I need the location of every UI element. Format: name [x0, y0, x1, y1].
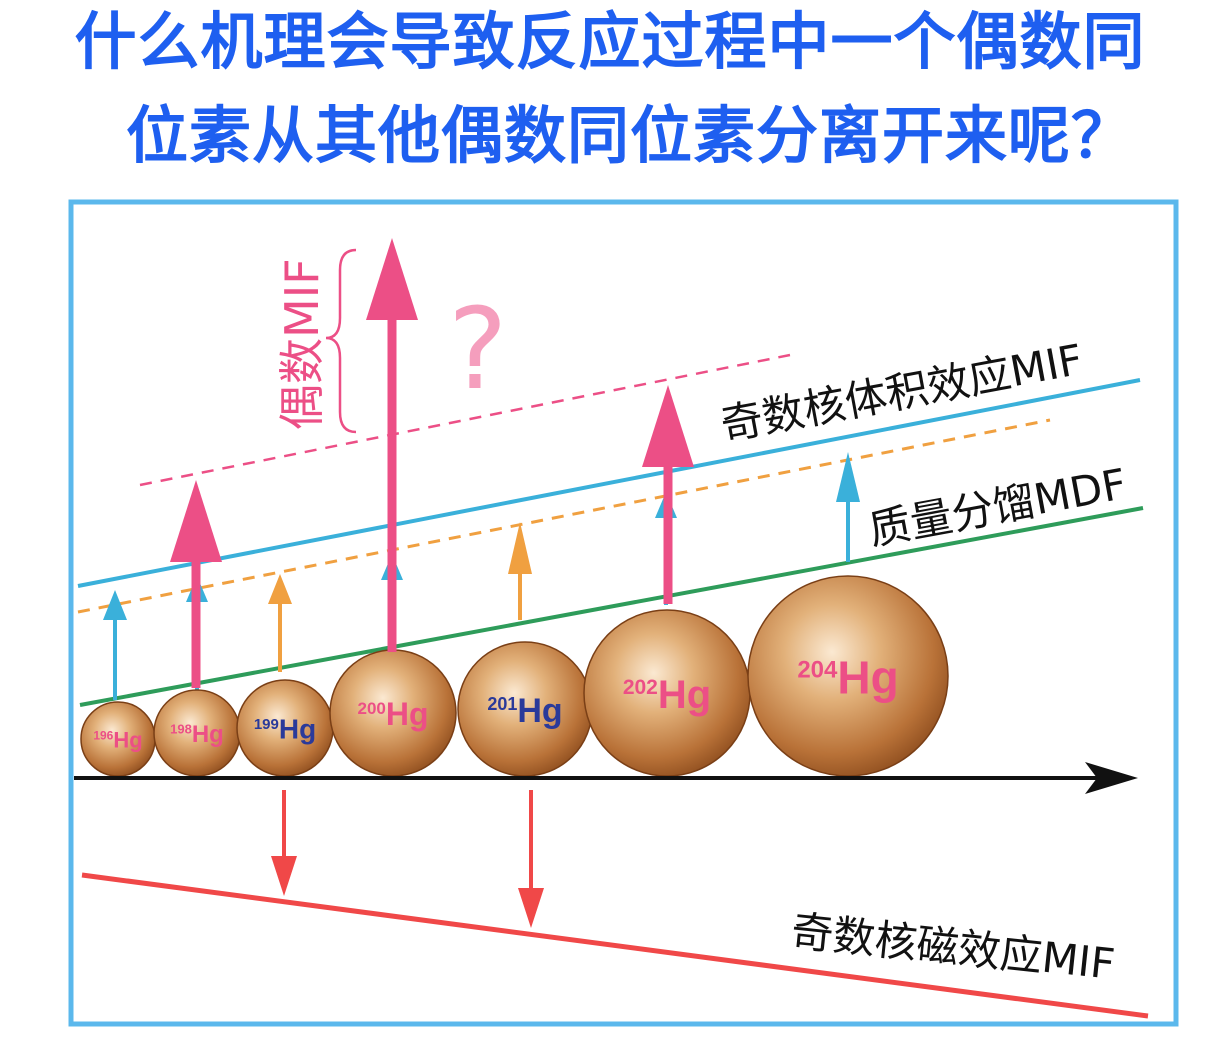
isotope-198-hg: 198Hg	[153, 689, 241, 777]
isotope-mass-number: 200	[357, 699, 385, 718]
isotope-199-hg: 199Hg	[236, 679, 334, 777]
even-mif-dashed-line	[139, 353, 791, 487]
isotope-symbol: Hg	[192, 721, 224, 748]
even-mif-label: 偶数MIF	[275, 258, 329, 430]
magnetic-effect-line	[81, 872, 1149, 1019]
isotope-label: 204Hg	[797, 651, 898, 703]
even-mif-arrow-202	[642, 385, 694, 604]
even-mif-arrow-198	[170, 480, 222, 688]
isotope-mass-number: 202	[623, 676, 658, 699]
mdf-arrow-199	[268, 574, 292, 672]
isotope-mass-number: 199	[254, 716, 279, 733]
isotope-label: 202Hg	[623, 673, 711, 717]
magnetic-arrow-199	[271, 790, 297, 896]
isotope-mass-number: 198	[170, 722, 192, 737]
isotope-symbol: Hg	[658, 673, 711, 717]
nuclear-volume-label: 奇数核体积效应MIF	[717, 335, 1087, 450]
isotope-symbol: Hg	[517, 692, 562, 730]
title-line-1: 什么机理会导致反应过程中一个偶数同	[74, 5, 1146, 78]
even-mif-arrow-200	[366, 238, 418, 652]
isotope-mass-number: 204	[797, 656, 838, 683]
isotope-mass-number: 196	[93, 729, 113, 743]
mdf-dashed-line	[77, 418, 1051, 614]
isotope-mass-number: 201	[487, 694, 517, 714]
nuclear-volume-arrow-196	[103, 590, 127, 700]
isotope-symbol: Hg	[279, 714, 316, 745]
isotope-201-hg: 201Hg	[457, 641, 593, 777]
isotope-label: 201Hg	[487, 692, 562, 730]
isotope-label: 199Hg	[254, 714, 316, 745]
isotope-label: 196Hg	[93, 727, 142, 752]
magnetic-arrow-201	[518, 790, 544, 928]
even-mif-brace	[325, 248, 357, 434]
mass-axis-arrowhead	[1085, 762, 1138, 794]
isotope-label: 198Hg	[170, 721, 224, 748]
isotope-symbol: Hg	[113, 727, 142, 752]
mass-fractionation-label: 质量分馏MDF	[865, 459, 1130, 555]
isotope-symbol: Hg	[386, 696, 429, 732]
mdf-arrow-201	[508, 522, 532, 620]
isotope-196-hg: 196Hg	[80, 701, 156, 777]
isotope-200-hg: 200Hg	[329, 649, 457, 777]
isotope-202-hg: 202Hg	[583, 609, 751, 777]
nuclear-volume-arrow-204	[836, 452, 860, 562]
isotope-204-hg: 204Hg	[747, 575, 949, 777]
title-line-2: 位素从其他偶数同位素分离开来呢？	[125, 99, 1134, 172]
isotope-symbol: Hg	[837, 651, 898, 703]
isotope-label: 200Hg	[357, 696, 428, 732]
nuclear-volume-line	[77, 378, 1141, 588]
diagram-frame	[68, 199, 1179, 1027]
mdf-line	[79, 506, 1144, 707]
question-mark: ?	[448, 285, 507, 415]
